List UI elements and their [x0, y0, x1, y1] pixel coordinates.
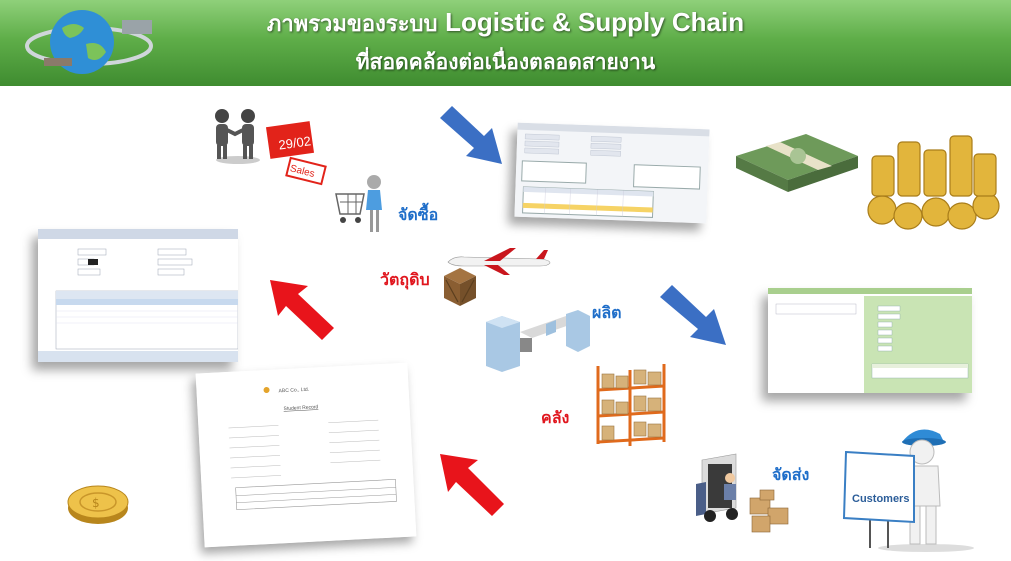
customers-sign-text: Customers	[852, 493, 909, 505]
purchase-order-form-image	[514, 122, 710, 224]
student-record-report-image: ABC Co., Ltd. Student Record	[195, 362, 417, 548]
customer-sign-figure: Customers	[842, 429, 974, 552]
sales-order-form-image	[38, 229, 238, 362]
label-purchase: จัดซื้อ	[398, 205, 439, 224]
page-title: ภาพรวมของระบบ Logistic & Supply Chain	[0, 6, 1011, 41]
label-raw-material: วัตถุดิบ	[380, 270, 430, 289]
report-document-screenshot: ABC Co., Ltd. Student Record	[195, 362, 417, 548]
handshake-sales-icon: 29/02 Sales	[215, 109, 327, 186]
label-deliver: จัดส่ง	[772, 465, 810, 484]
sales-date-text: 29/02	[278, 133, 312, 152]
delivery-form-image	[768, 288, 972, 393]
wooden-crate-icon	[444, 268, 476, 306]
title-english: Logistic & Supply Chain	[445, 7, 745, 37]
gold-coin-icon: $	[67, 485, 129, 524]
arrow-blue-right	[660, 285, 726, 345]
delivery-truck-icon	[696, 453, 789, 533]
page-subtitle: ที่สอดคล้องต่อเนื่องตลอดสายงาน	[355, 50, 656, 74]
purchase-order-screenshot	[514, 122, 710, 224]
report-title-text: Student Record	[283, 404, 318, 412]
arrow-red-bottom	[440, 454, 504, 516]
label-produce: ผลิต	[592, 303, 622, 322]
warehouse-shelves-icon	[596, 364, 666, 446]
arrow-blue-top	[440, 106, 502, 164]
title-thai: ภาพรวมของระบบ	[266, 12, 446, 37]
header-banner: ภาพรวมของระบบ Logistic & Supply Chain ที…	[0, 0, 1011, 86]
label-warehouse: คลัง	[541, 408, 570, 427]
airplane-icon	[447, 248, 551, 275]
production-conveyor-icon	[486, 310, 590, 372]
delivery-form-screenshot	[768, 288, 972, 393]
arrow-red-top	[270, 280, 334, 340]
gold-coins-icon	[867, 135, 1000, 230]
globe-logistics-icon	[25, 10, 153, 74]
report-company-text: ABC Co., Ltd.	[278, 387, 309, 395]
shopping-cart-person-icon	[335, 175, 382, 232]
sales-order-screenshot	[38, 229, 238, 362]
cash-stack-icon	[736, 134, 858, 192]
svg-text:$: $	[92, 496, 100, 510]
